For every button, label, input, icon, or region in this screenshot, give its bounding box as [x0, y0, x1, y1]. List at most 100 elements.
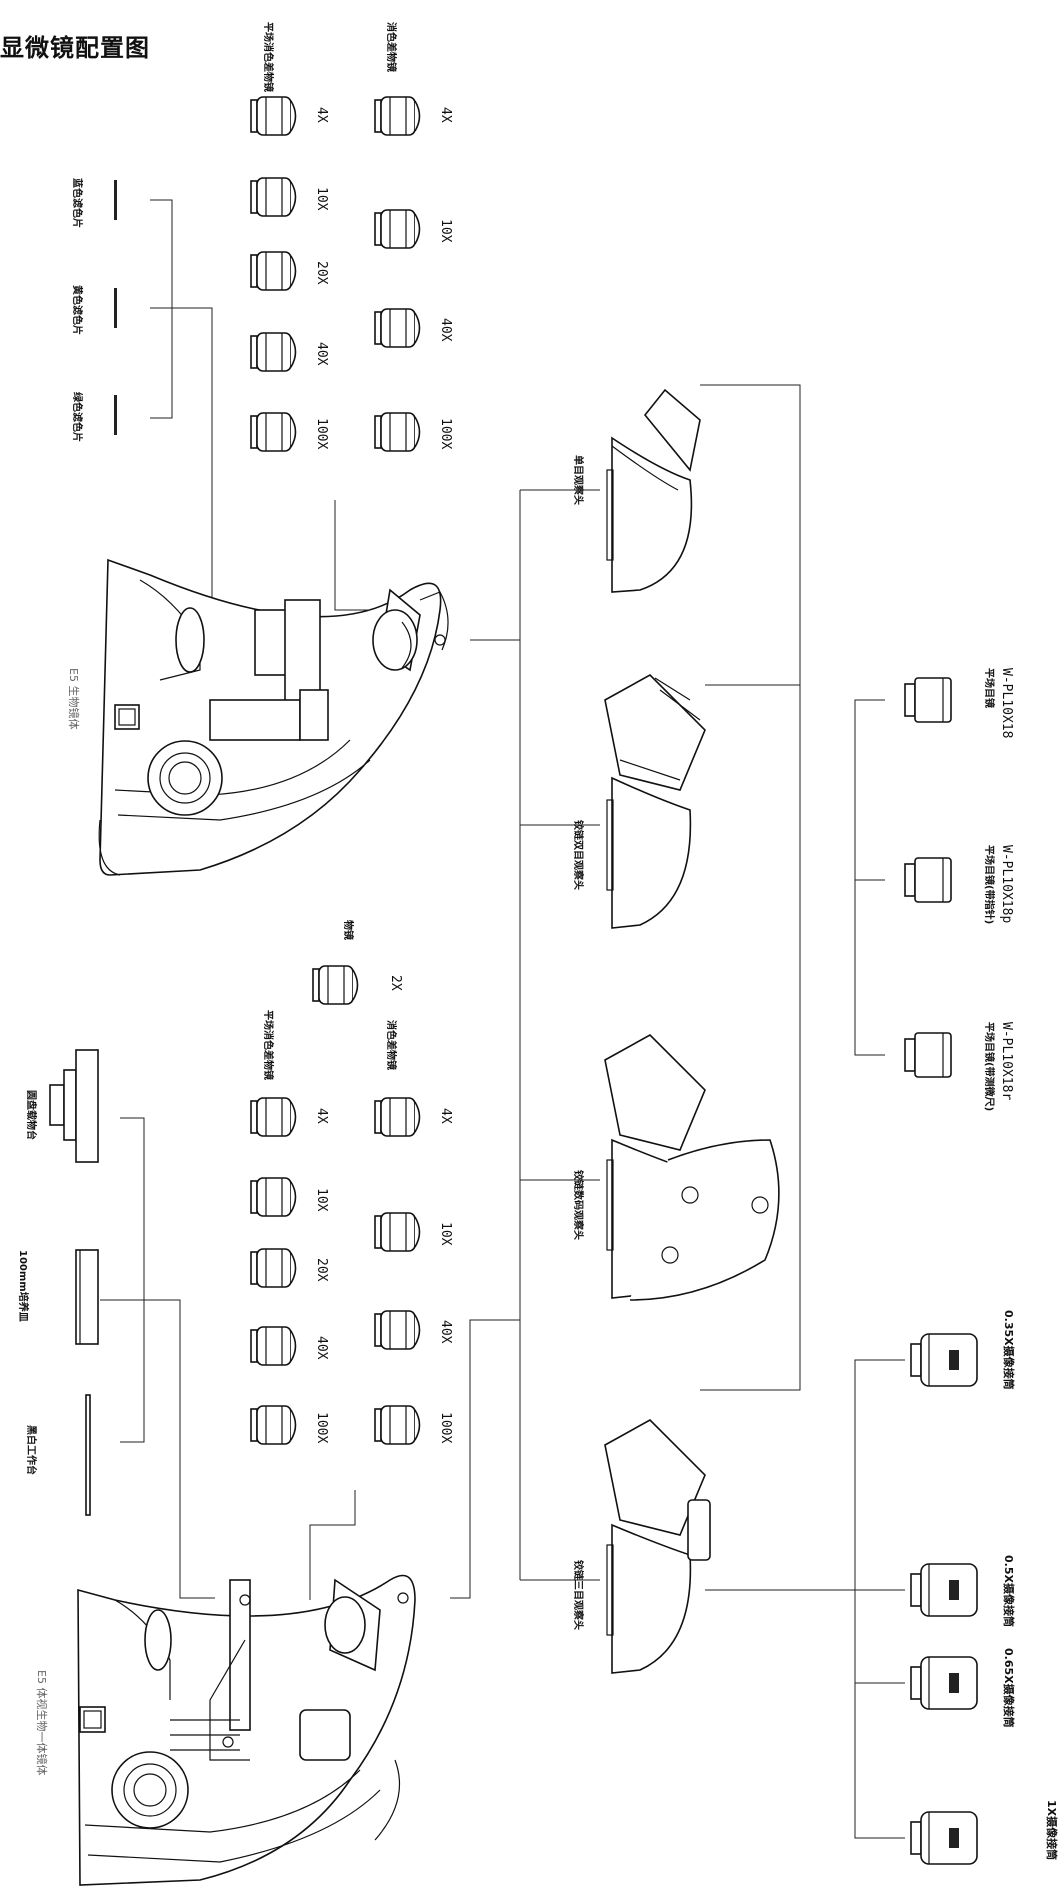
objective-icon	[250, 1097, 297, 1137]
objective-icon	[374, 209, 421, 249]
objective-mag: 100X	[438, 418, 453, 449]
eyepiece-name: 平场目镜	[983, 668, 996, 708]
camera-adapter-icon	[910, 1333, 978, 1387]
eyepiece-model: W-PL10X18r	[999, 1022, 1014, 1100]
head-label: 铰链双目观察头	[572, 820, 585, 890]
objective-icon	[250, 177, 297, 217]
adapter-brand: POVOT	[931, 1675, 938, 1699]
objective-mag: 40X	[438, 1320, 453, 1344]
binocular-head-icon	[604, 674, 706, 929]
objective-icon	[250, 1405, 297, 1445]
objective-mag: 20X	[314, 1258, 329, 1282]
eyepiece-name: 平场目镜(带测微尺)	[983, 1022, 996, 1111]
eyepiece-name: 平场目镜(带指针)	[983, 845, 996, 924]
petri-dish-icon	[75, 1249, 99, 1345]
adapter-brand: POVOT	[931, 1830, 938, 1854]
adapter-label: 0.5X摄像接筒	[1002, 1555, 1016, 1627]
e5-bio-microscope-icon	[98, 558, 449, 876]
objective-mag: 10X	[314, 1188, 329, 1212]
adapter-label: 0.35X摄像接筒	[1002, 1310, 1016, 1390]
plan-objectives-header-bottom: 平场消色差物镜	[262, 1010, 275, 1080]
objective-icon	[250, 251, 297, 291]
objective-icon	[374, 1405, 421, 1445]
objective-icon	[250, 332, 297, 372]
filter-icon	[114, 180, 117, 220]
objective-icon	[374, 96, 421, 136]
plan-objectives-top: 4X 10X 20X 40X 100X	[250, 96, 329, 452]
objective-mag: 100X	[314, 1412, 329, 1443]
plan-objectives-bottom: 4X 10X 20X 40X 100X	[250, 1097, 329, 1445]
svg-text:消色差物镜: 消色差物镜	[385, 22, 398, 72]
objective-icon	[374, 1212, 421, 1252]
heads: 单目观察头 铰链双目观察头 铰链数码观察头 铰链三目观察头	[572, 388, 780, 1674]
filter-label: 黄色滤色片	[71, 285, 84, 335]
adapter-brand: POVOT	[931, 1582, 938, 1606]
e5-bio-microscope-label: E5 生物镜体	[67, 668, 81, 729]
svg-text:平场消色差物镜: 平场消色差物镜	[262, 1010, 275, 1080]
filter-label: 绿色滤色片	[71, 392, 84, 442]
stage-label: 100mm培养皿	[17, 1250, 30, 1322]
adapter-brand: POVOT	[931, 1352, 938, 1376]
objective-icon	[250, 412, 297, 452]
page-title: 显微镜配置图	[0, 34, 150, 62]
stages: 圆盘载物台 100mm培养皿 黑白工作台	[17, 1049, 215, 1599]
eyepiece-model: W-PL10X18	[999, 668, 1014, 738]
adapter-label: 1X摄像接筒	[1045, 1800, 1058, 1860]
objective-mag: 4X	[314, 107, 329, 123]
digital-head-icon	[604, 1034, 780, 1301]
camera-adapters: POVOT POVOT POVOT POVOT 0.35X摄像接筒 0.5X摄像…	[800, 1310, 1058, 1865]
objective-2x-header: 物镜	[342, 920, 355, 940]
eyepiece-icon	[904, 857, 952, 903]
objective-icon	[250, 1326, 297, 1366]
svg-text:E5 体视生物一体镜体: E5 体视生物一体镜体	[35, 1670, 49, 1775]
plan-objectives-header-top: 平场消色差物镜	[262, 22, 275, 92]
filter-icon	[114, 288, 117, 328]
objective-2x-mag: 2X	[388, 975, 403, 991]
objective-mag: 100X	[314, 418, 329, 449]
achro-objectives-header-bottom: 消色差物镜	[385, 1020, 398, 1070]
svg-text:E5 生物镜体: E5 生物镜体	[67, 668, 81, 729]
svg-text:消色差物镜: 消色差物镜	[385, 1020, 398, 1070]
eyepieces: W-PL10X18 平场目镜 W-PL10X18p 平场目镜(带指针) W-PL…	[854, 668, 1014, 1111]
monocular-head-icon	[606, 388, 701, 593]
objective-mag: 4X	[314, 1108, 329, 1124]
camera-adapter-icon	[910, 1811, 978, 1865]
objective-mag: 4X	[438, 107, 453, 123]
filter-icon	[114, 395, 117, 435]
objective-icon	[374, 308, 421, 348]
eyepiece-icon	[904, 1032, 952, 1078]
round-stage-icon	[49, 1049, 99, 1163]
objective-icon	[250, 1177, 297, 1217]
achro-objectives-bottom: 4X 10X 40X 100X	[374, 1097, 453, 1445]
camera-adapter-icon	[910, 1656, 978, 1710]
e5-stereo-bio-microscope-label: E5 体视生物一体镜体	[35, 1670, 49, 1775]
objective-mag: 20X	[314, 261, 329, 285]
stage-label: 黑白工作台	[25, 1425, 38, 1475]
head-label: 单目观察头	[572, 455, 585, 505]
objective-icon	[374, 1097, 421, 1137]
objective-mag: 4X	[438, 1108, 453, 1124]
objective-mag: 40X	[438, 318, 453, 342]
objective-icon	[250, 96, 297, 136]
achro-objectives-header-top: 消色差物镜	[385, 22, 398, 72]
objective-mag: 40X	[314, 342, 329, 366]
objective-mag: 10X	[438, 1222, 453, 1246]
objective-mag: 10X	[438, 219, 453, 243]
objective-icon	[374, 1310, 421, 1350]
objective-mag: 100X	[438, 1412, 453, 1443]
filters: 蓝色滤色片 黄色滤色片 绿色滤色片	[71, 178, 255, 641]
e5-stereo-bio-microscope-icon	[77, 1574, 416, 1886]
objective-mag: 10X	[314, 187, 329, 211]
filter-label: 蓝色滤色片	[71, 178, 84, 228]
trinocular-head-icon	[604, 1419, 711, 1674]
head-label: 铰链三目观察头	[572, 1560, 585, 1630]
stage-label: 圆盘载物台	[25, 1090, 38, 1140]
adapter-label: 0.65X摄像接筒	[1002, 1648, 1016, 1728]
work-stage-icon	[85, 1394, 91, 1516]
svg-text:物镜: 物镜	[342, 920, 355, 940]
eyepiece-icon	[904, 677, 952, 723]
objective-2x-icon	[312, 965, 359, 1005]
head-label: 铰链数码观察头	[572, 1170, 585, 1240]
svg-text:平场消色差物镜: 平场消色差物镜	[262, 22, 275, 92]
eyepiece-model: W-PL10X18p	[999, 845, 1014, 923]
